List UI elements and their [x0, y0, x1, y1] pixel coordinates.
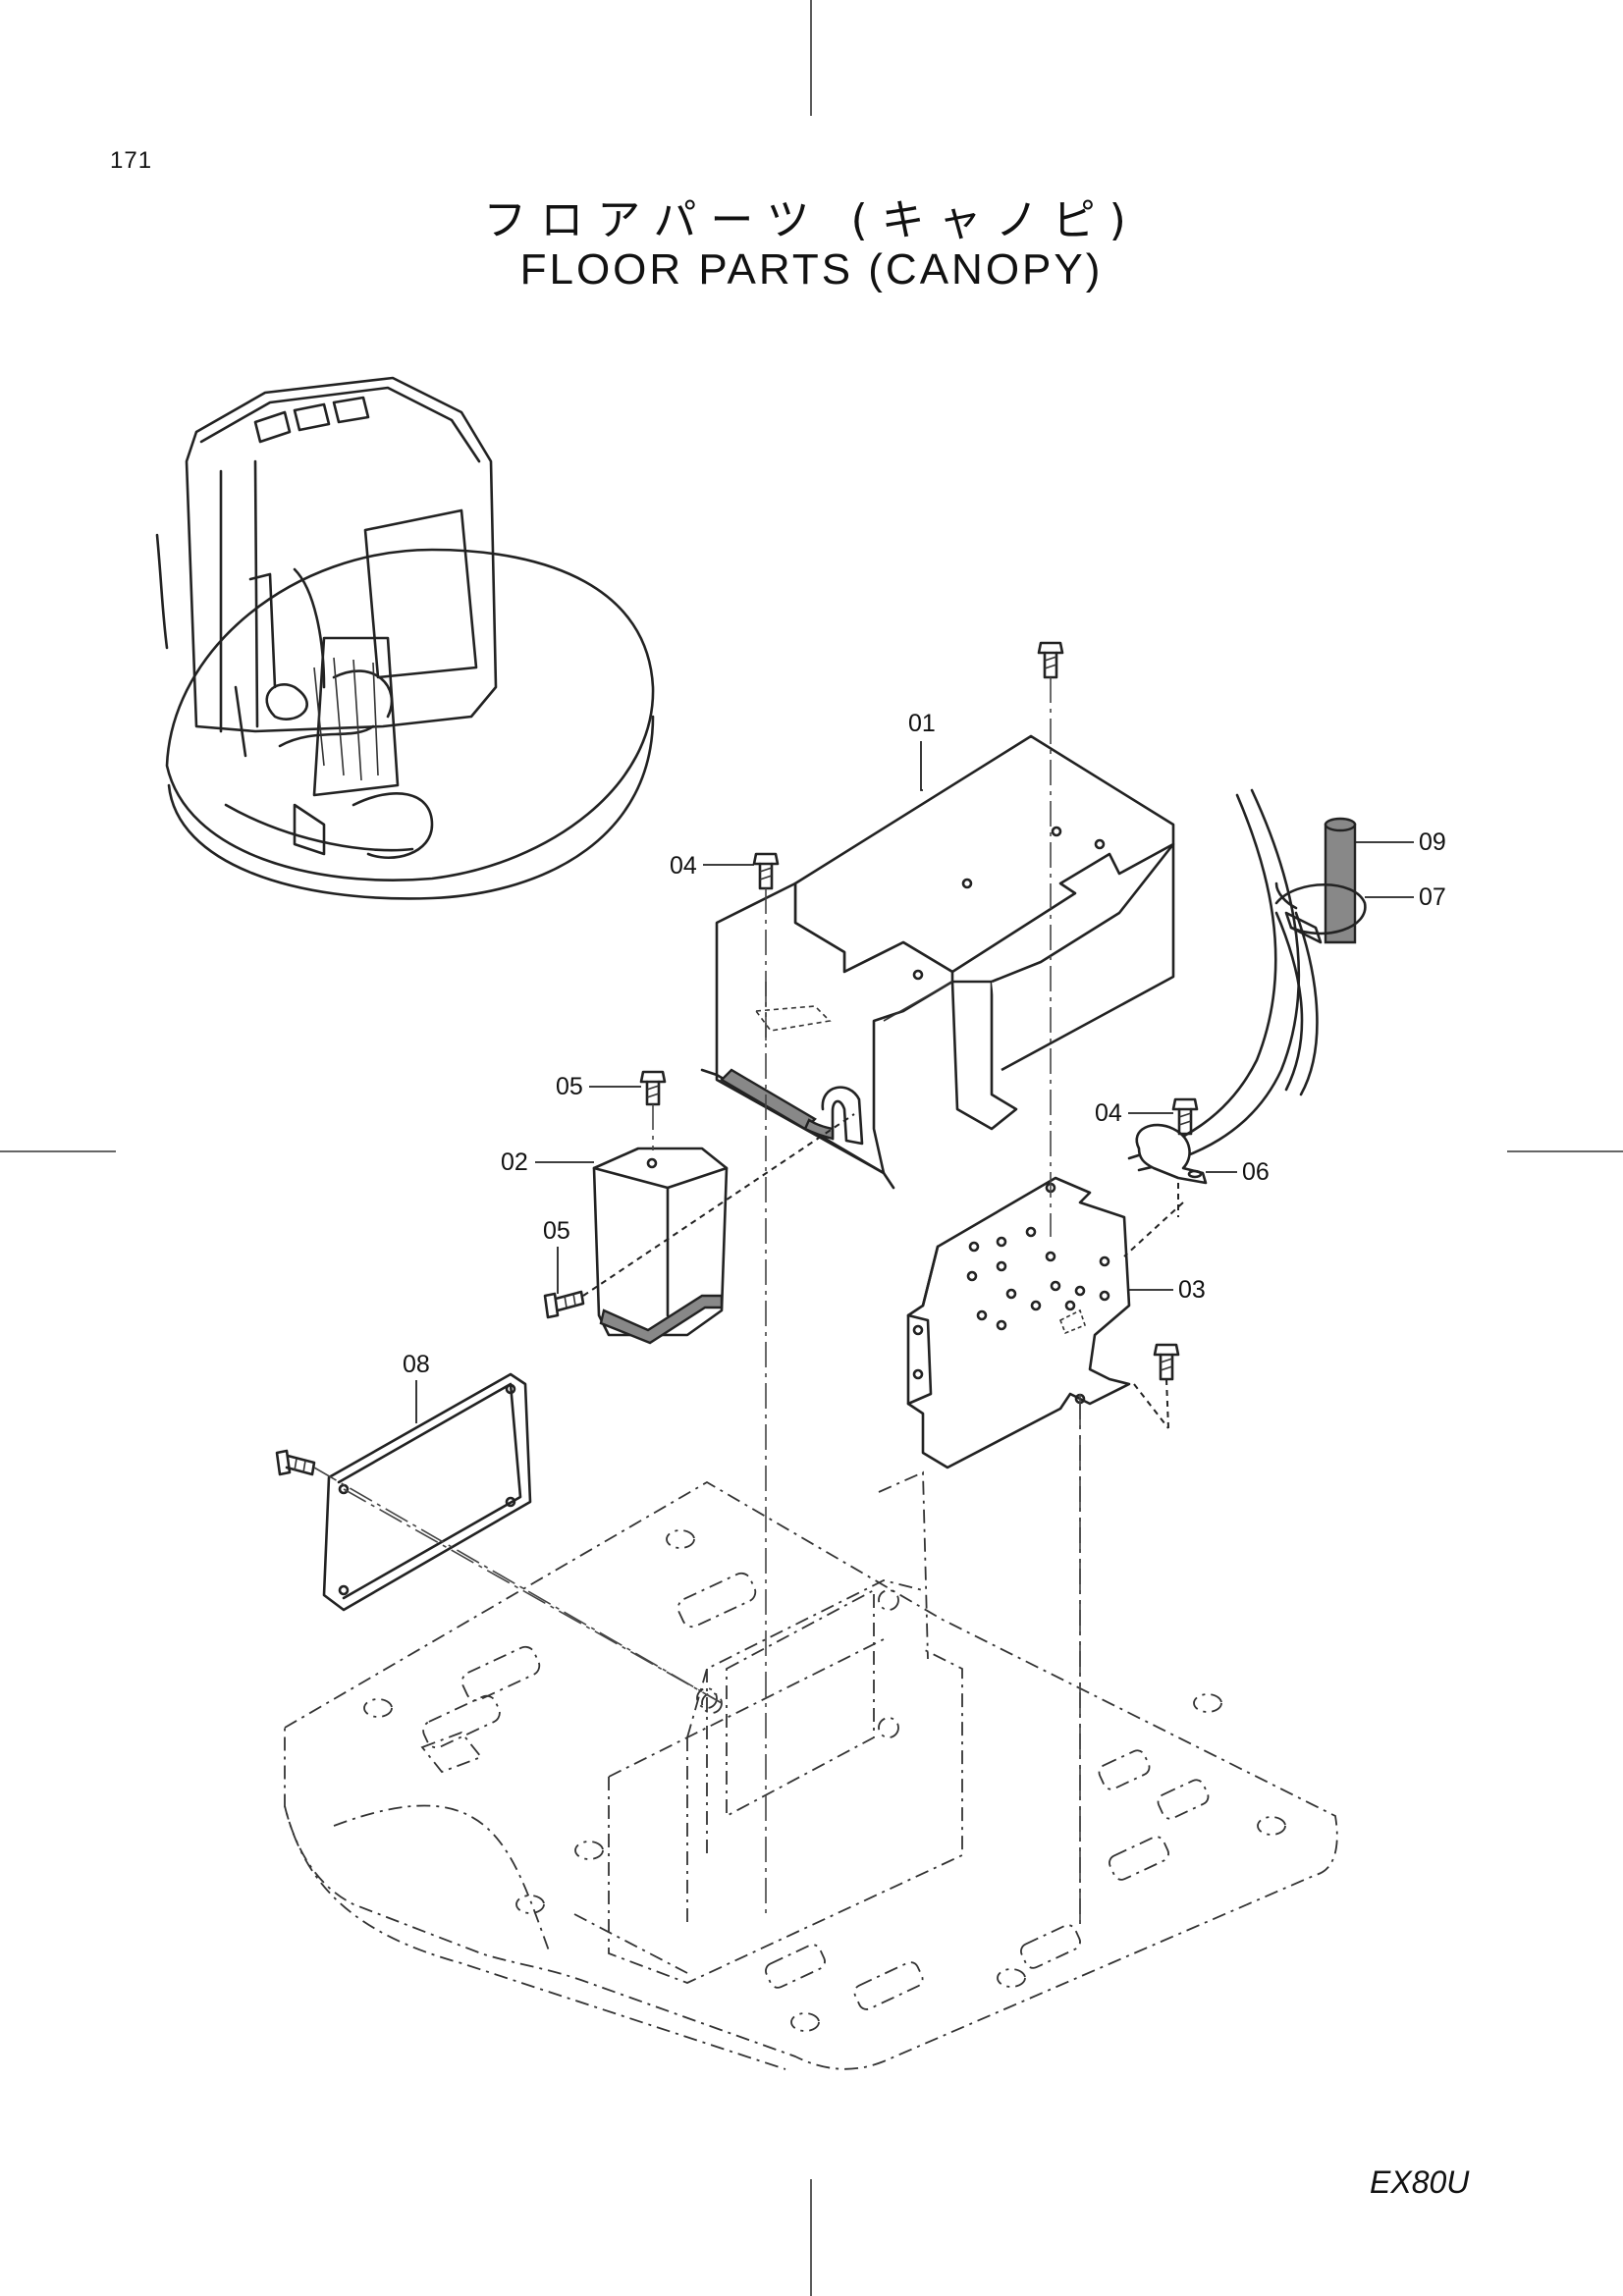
page-title-japanese: フロアパーツ (キャノピ): [483, 195, 1140, 245]
part-08-panel: [322, 1372, 532, 1612]
bolt-05-upper: [639, 1070, 667, 1106]
part-09-07-harness: [1127, 788, 1367, 1172]
callouts: 01 04 09 07 05 04 02 06 05 03 08: [403, 710, 1446, 1423]
model-code: EX80U: [1370, 2164, 1470, 2200]
bolt-top-center: [1037, 641, 1064, 679]
bolt-04-top: [752, 852, 780, 890]
excavator-overview-drawing: [155, 376, 655, 900]
page-title-english: FLOOR PARTS (CANOPY): [519, 245, 1104, 294]
callout-07: 07: [1419, 883, 1446, 911]
callout-05-upper: 05: [556, 1073, 583, 1100]
floor-plate: [284, 1480, 1338, 2070]
callout-06: 06: [1242, 1158, 1270, 1186]
assembly-lines: [313, 677, 1184, 1924]
callout-04-right: 04: [1095, 1099, 1122, 1127]
part-06-clamp: [1135, 1123, 1208, 1185]
callout-01: 01: [908, 710, 936, 737]
part-01-cover: [700, 734, 1175, 1190]
bolts: [275, 641, 1199, 1476]
callout-03: 03: [1178, 1276, 1206, 1304]
bolt-04-right: [1171, 1097, 1199, 1136]
callout-05-lower: 05: [543, 1217, 570, 1245]
callout-04-top: 04: [670, 852, 697, 880]
callout-08: 08: [403, 1351, 430, 1378]
part-02-bracket: [592, 1147, 729, 1345]
callout-09: 09: [1419, 828, 1446, 856]
floor-support-box: [573, 1470, 963, 1984]
bolt-right-plate: [1153, 1343, 1180, 1381]
bolt-05-lower: [543, 1290, 585, 1319]
part-03-mounting-plate: [906, 1176, 1131, 1469]
page-number: 171: [110, 147, 153, 174]
callout-02: 02: [501, 1148, 528, 1176]
bolt-panel-left: [275, 1449, 316, 1476]
